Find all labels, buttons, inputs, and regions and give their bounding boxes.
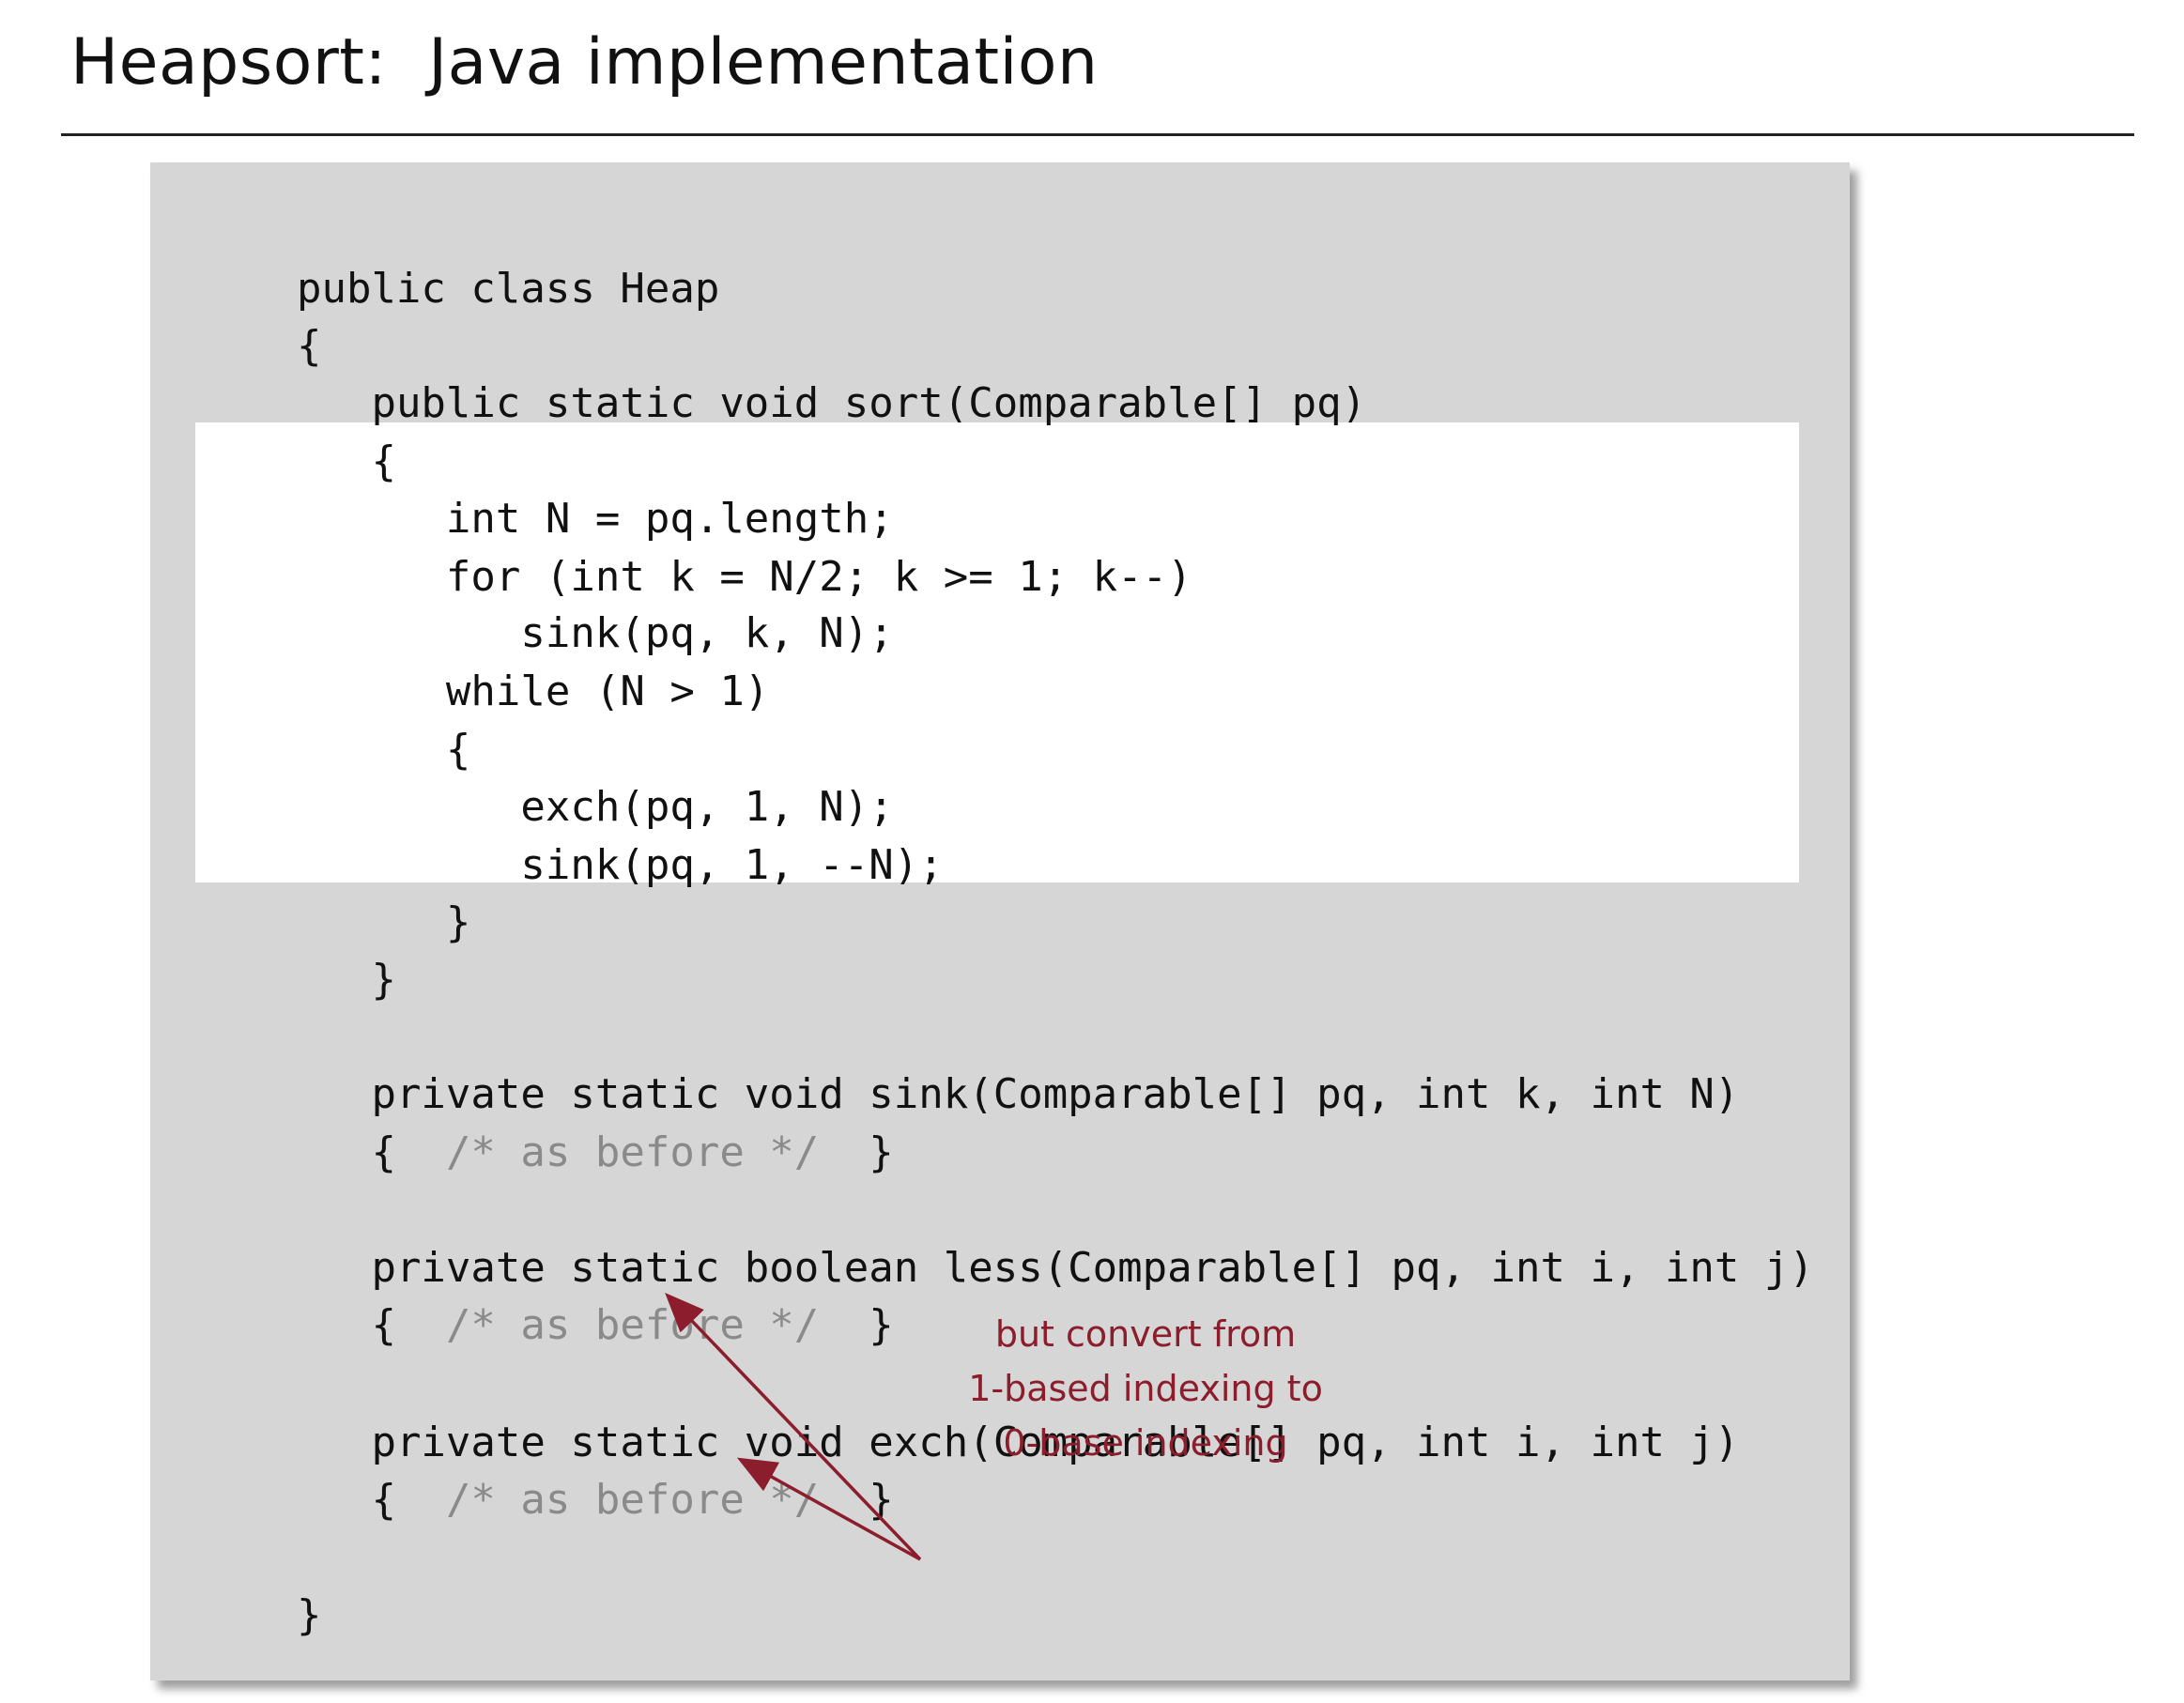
code-comment: /* as before */: [445, 1128, 820, 1176]
code-line-exch-call: exch(pq, 1, N);: [197, 720, 893, 831]
code-line-class-declaration: public class Heap: [197, 202, 719, 313]
code-text: sink(pq, 1, --N);: [520, 841, 944, 889]
code-line-while-close-brace: }: [197, 836, 471, 946]
code-line-length: int N = pq.length;: [197, 432, 894, 543]
code-text: public class Heap: [296, 265, 720, 313]
code-comment: /* as before */: [445, 1301, 820, 1349]
code-text: {: [371, 1301, 446, 1349]
code-line-sink-call: sink(pq, 1, --N);: [197, 778, 943, 889]
code-line-while: while (N > 1): [197, 605, 769, 715]
code-text: while (N > 1): [445, 667, 770, 715]
code-text: {: [371, 1476, 446, 1524]
code-line-heapify-sink: sink(pq, k, N);: [197, 546, 893, 657]
code-text: exch(pq, 1, N);: [520, 783, 894, 831]
title-divider: [61, 133, 2134, 136]
code-text: {: [371, 1128, 446, 1176]
annotation-line: 1-based indexing to: [968, 1368, 1323, 1409]
code-text: }: [371, 956, 396, 1004]
code-text-tail: }: [819, 1476, 894, 1524]
indexing-annotation: but convert from 1-based indexing to 0-b…: [789, 1307, 1502, 1470]
code-text: {: [296, 322, 322, 370]
code-line-class-open-brace: {: [197, 259, 322, 370]
code-line-heapify-loop: for (int k = N/2; k >= 1; k--): [197, 490, 1192, 601]
code-line-less-signature: private static boolean less(Comparable[]…: [197, 1181, 1813, 1292]
code-text: {: [445, 726, 471, 774]
code-line-while-open-brace: {: [197, 663, 471, 774]
code-text: private static boolean less(Comparable[]…: [371, 1244, 1814, 1292]
code-comment: /* as before */: [445, 1476, 820, 1524]
code-text: int N = pq.length;: [445, 495, 894, 543]
code-line-sort-close-brace: }: [197, 893, 396, 1004]
code-line-sort-open-brace: {: [197, 375, 396, 485]
annotation-line: 0-base indexing: [1003, 1422, 1288, 1464]
code-text: }: [296, 1591, 322, 1639]
code-panel: public class Heap { public static void s…: [150, 162, 1850, 1680]
sort-body-highlight: [195, 422, 1799, 882]
code-text: sink(pq, k, N);: [520, 609, 894, 657]
code-text-tail: }: [819, 1128, 894, 1176]
code-line-sort-signature: public static void sort(Comparable[] pq): [197, 316, 1366, 427]
code-line-class-close-brace: }: [197, 1528, 322, 1639]
slide-title: Heapsort: Java implementation: [70, 25, 1099, 100]
code-text: private static void sink(Comparable[] pq…: [371, 1070, 1740, 1118]
code-text: public static void sort(Comparable[] pq): [371, 379, 1367, 427]
code-line-sink-body: { /* as before */ }: [197, 1066, 893, 1176]
code-line-sink-signature: private static void sink(Comparable[] pq…: [197, 1007, 1739, 1118]
code-text: }: [445, 898, 471, 946]
code-text: for (int k = N/2; k >= 1; k--): [445, 553, 1192, 601]
annotation-line: but convert from: [994, 1313, 1297, 1355]
code-line-less-body: { /* as before */ }: [197, 1238, 893, 1349]
code-text: {: [371, 437, 396, 485]
